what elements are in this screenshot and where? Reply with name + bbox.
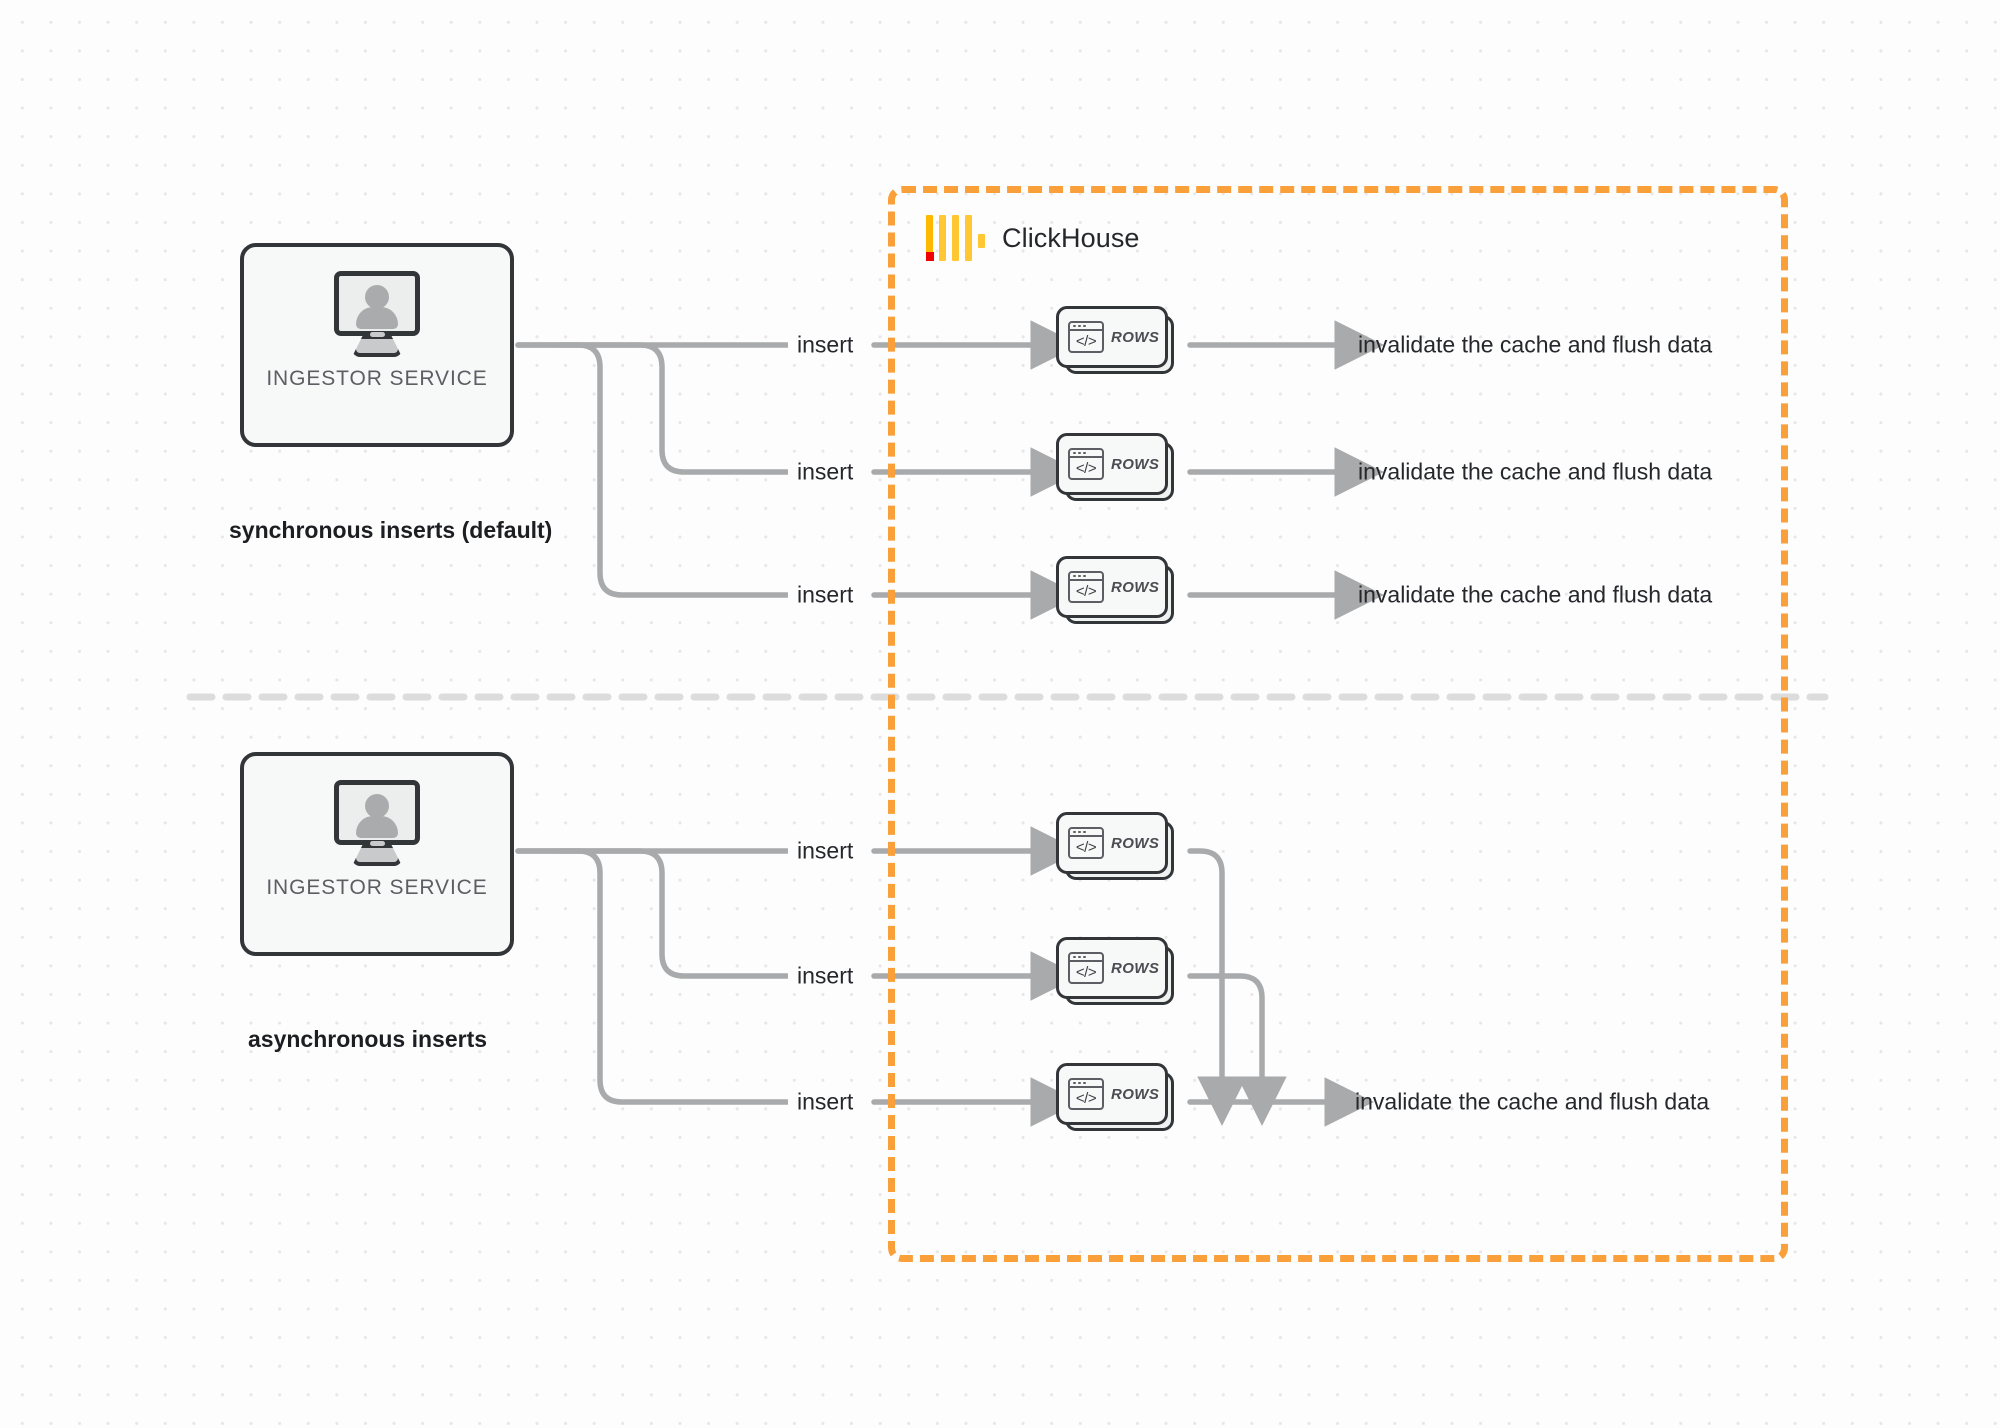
monitor-notch <box>370 332 385 337</box>
code-icon-titlebar <box>1070 450 1102 458</box>
code-icon-dot <box>1078 451 1081 455</box>
code-icon-dot <box>1083 324 1086 328</box>
code-icon-dot <box>1078 830 1081 834</box>
caption-synchronous-inserts: synchronous inserts (default) <box>229 517 553 543</box>
rows-node-sync-1[interactable]: </> ROWS <box>1056 306 1174 374</box>
code-icon-glyph: </> <box>1075 963 1097 981</box>
code-window-icon: </> <box>1068 827 1104 859</box>
person-body <box>356 307 398 329</box>
code-window-icon: </> <box>1068 952 1104 984</box>
person-body <box>356 816 398 838</box>
ingestor-service-label: INGESTOR SERVICE <box>266 876 488 899</box>
logo-bar-1 <box>926 215 933 261</box>
code-icon-dot <box>1078 324 1081 328</box>
clickhouse-boundary <box>888 186 1788 1262</box>
rows-label: ROWS <box>1111 328 1160 346</box>
rows-label: ROWS <box>1111 578 1160 596</box>
code-icon-dot <box>1083 830 1086 834</box>
rows-main-card: </> ROWS <box>1056 306 1168 368</box>
rows-main-card: </> ROWS <box>1056 812 1168 874</box>
code-icon-glyph: </> <box>1075 1089 1097 1107</box>
rows-node-async-2[interactable]: </> ROWS <box>1056 937 1174 1005</box>
code-icon-dot <box>1078 1081 1081 1085</box>
edge-label-insert-sync-2: insert <box>788 458 863 486</box>
edge-label-insert-async-2: insert <box>788 962 863 990</box>
code-icon-dot <box>1078 574 1081 578</box>
code-icon-titlebar <box>1070 323 1102 331</box>
edge-label-insert-sync-1: insert <box>788 331 863 359</box>
edge-label-insert-async-1: insert <box>788 837 863 865</box>
wire-async-branch-2 <box>557 848 790 979</box>
rows-label: ROWS <box>1111 834 1160 852</box>
rows-label: ROWS <box>1111 1085 1160 1103</box>
edge-label-outcome-sync-2: invalidate the cache and flush data <box>1358 458 1713 485</box>
code-icon-glyph: </> <box>1075 582 1097 600</box>
rows-label: ROWS <box>1111 959 1160 977</box>
wire-async-branch-3 <box>515 848 790 1105</box>
code-icon-titlebar <box>1070 1080 1102 1088</box>
edge-label-insert-async-3: insert <box>788 1088 863 1116</box>
rows-main-card: </> ROWS <box>1056 1063 1168 1125</box>
monitor-user-icon <box>329 780 425 866</box>
code-window-icon: </> <box>1068 448 1104 480</box>
ingestor-service-label: INGESTOR SERVICE <box>266 367 488 390</box>
logo-nub <box>978 234 985 248</box>
code-icon-dot <box>1083 451 1086 455</box>
code-icon-dot <box>1083 1081 1086 1085</box>
code-icon-dot <box>1083 955 1086 959</box>
clickhouse-brand-label: ClickHouse <box>1002 222 1140 253</box>
monitor-user-icon <box>329 271 425 357</box>
rows-main-card: </> ROWS <box>1056 937 1168 999</box>
edge-label-outcome-sync-1: invalidate the cache and flush data <box>1358 331 1713 358</box>
code-icon-glyph: </> <box>1075 838 1097 856</box>
logo-bar-3 <box>952 215 959 261</box>
code-icon-dot <box>1078 955 1081 959</box>
edge-label-outcome-sync-3: invalidate the cache and flush data <box>1358 581 1713 608</box>
code-icon-dot <box>1073 1081 1076 1085</box>
code-icon-dot <box>1083 574 1086 578</box>
logo-bar-2 <box>939 215 946 261</box>
code-window-icon: </> <box>1068 1078 1104 1110</box>
rows-main-card: </> ROWS <box>1056 433 1168 495</box>
monitor-notch <box>370 841 385 846</box>
caption-asynchronous-inserts: asynchronous inserts <box>248 1026 488 1052</box>
code-icon-titlebar <box>1070 573 1102 581</box>
rows-node-sync-2[interactable]: </> ROWS <box>1056 433 1174 501</box>
logo-red-square <box>926 252 934 261</box>
monitor-stand <box>352 844 402 866</box>
code-icon-dot <box>1073 574 1076 578</box>
monitor-stand <box>352 335 402 357</box>
ingestor-service-sync[interactable]: INGESTOR SERVICE <box>240 243 514 447</box>
code-icon-dot <box>1073 324 1076 328</box>
code-icon-glyph: </> <box>1075 459 1097 477</box>
clickhouse-brand: ClickHouse <box>926 212 1140 264</box>
wire-sync-branch-2 <box>557 342 790 475</box>
code-icon-glyph: </> <box>1075 332 1097 350</box>
person-head <box>365 794 389 818</box>
wire-sync-branch-3 <box>515 342 790 598</box>
code-window-icon: </> <box>1068 321 1104 353</box>
code-icon-dot <box>1073 830 1076 834</box>
person-head <box>365 285 389 309</box>
code-icon-titlebar <box>1070 829 1102 837</box>
edge-label-insert-sync-3: insert <box>788 581 863 609</box>
ingestor-service-async[interactable]: INGESTOR SERVICE <box>240 752 514 956</box>
code-icon-dot <box>1073 955 1076 959</box>
rows-main-card: </> ROWS <box>1056 556 1168 618</box>
rows-label: ROWS <box>1111 455 1160 473</box>
rows-node-sync-3[interactable]: </> ROWS <box>1056 556 1174 624</box>
rows-node-async-1[interactable]: </> ROWS <box>1056 812 1174 880</box>
code-window-icon: </> <box>1068 571 1104 603</box>
code-icon-titlebar <box>1070 954 1102 962</box>
edge-label-outcome-async-merged: invalidate the cache and flush data <box>1355 1088 1710 1115</box>
logo-bar-4 <box>965 215 972 261</box>
code-icon-dot <box>1073 451 1076 455</box>
rows-node-async-3[interactable]: </> ROWS <box>1056 1063 1174 1131</box>
clickhouse-logo-icon <box>926 215 985 261</box>
